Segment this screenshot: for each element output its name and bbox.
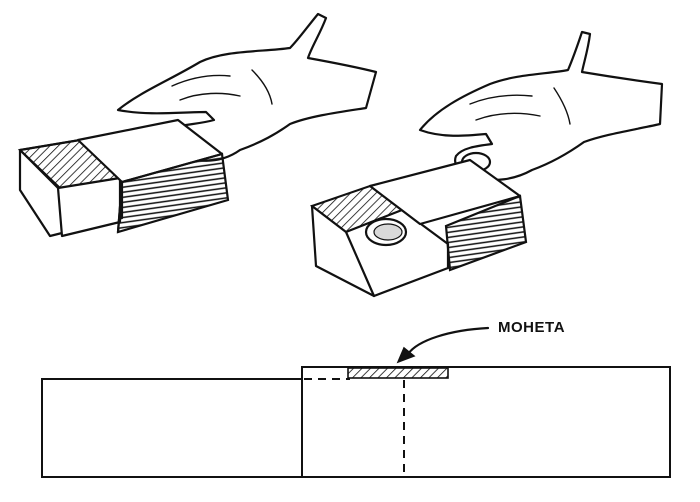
section-tray (41, 378, 305, 478)
cross-section-diagram: МОНЕТА (41, 319, 671, 478)
coin-icon (364, 217, 408, 247)
callout-arrow (406, 326, 490, 356)
hand-holding-matchbox-open-coin-icon (309, 30, 664, 298)
hand-holding-matchbox-closed-icon (17, 12, 378, 238)
section-coin (347, 367, 449, 379)
callout-label: МОНЕТА (498, 319, 565, 336)
right-hand (418, 30, 664, 181)
section-sleeve (301, 366, 671, 478)
